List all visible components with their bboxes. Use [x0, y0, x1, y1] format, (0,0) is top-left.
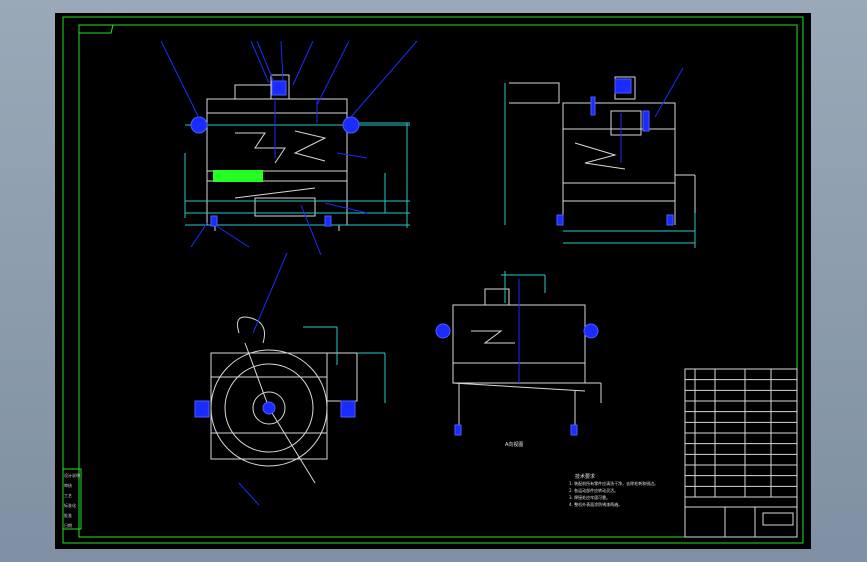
title-block [684, 496, 798, 538]
note-3: 3. 焊接处应牢固可靠。 [569, 494, 610, 500]
outer-border [62, 16, 804, 544]
note-1: 1. 装配前所有零件应清洗干净，去除毛刺和锐边。 [569, 480, 658, 486]
plan-view [194, 252, 386, 506]
front-view [160, 40, 418, 256]
side-view-label: A向视图 [505, 441, 523, 448]
note-2: 2. 各运动部件应转动灵活。 [569, 487, 618, 493]
mechanical-drawing: A向视图 技术要求 1. 装配前所有零件应清洗干净，去除毛刺和锐边。 2. 各运… [62, 16, 804, 544]
strip-label-3: 工艺 [64, 493, 72, 498]
strip-label-2: 审核 [64, 482, 72, 488]
inner-border [78, 24, 798, 538]
strip-label-5: 批准 [64, 512, 72, 518]
right-view [504, 67, 696, 248]
notes-heading: 技术要求 [575, 473, 595, 480]
bill-of-materials [684, 368, 798, 498]
note-4: 4. 整机外表面涂防锈漆两遍。 [569, 501, 622, 507]
cad-viewport[interactable]: A向视图 技术要求 1. 装配前所有零件应清洗干净，去除毛刺和锐边。 2. 各运… [55, 13, 811, 549]
left-signature-strip: 设计说明 审核 工艺 标准化 批准 日期 [62, 468, 82, 530]
strip-label-1: 设计说明 [64, 472, 80, 478]
technical-notes: 技术要求 1. 装配前所有零件应清洗干净，去除毛刺和锐边。 2. 各运动部件应转… [569, 473, 658, 507]
strip-label-6: 日期 [64, 522, 72, 528]
strip-label-4: 标准化 [64, 502, 76, 508]
highlighted-part[interactable] [213, 170, 263, 182]
side-view-a [435, 271, 602, 436]
corner-tab [79, 24, 114, 34]
